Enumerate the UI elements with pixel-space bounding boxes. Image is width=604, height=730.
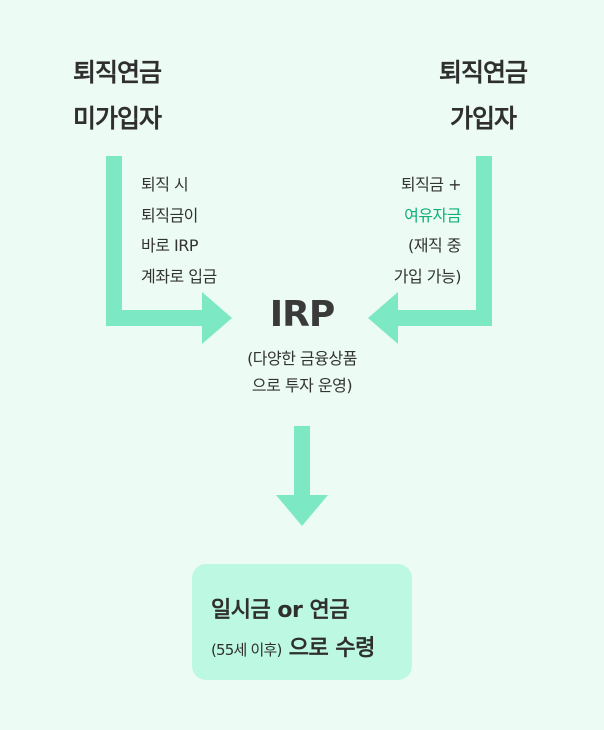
irp-subtitle: (다양한 금융상품 으로 투자 운영) [192, 345, 412, 399]
result-age-note: (55세 이후) [211, 641, 282, 659]
left-heading-line2: 미가입자 [72, 104, 162, 133]
irp-subtitle-line1: (다양한 금융상품 [247, 349, 357, 368]
result-receive-text: 으로 수령 [281, 636, 376, 661]
right-note-line: 가입 가능) [393, 266, 462, 286]
result-line2: (55세 이후) 으로 수령 [211, 630, 375, 662]
left-heading: 퇴직연금 미가입자 [52, 50, 182, 142]
right-note-line: 퇴직금 + [400, 175, 462, 194]
left-note-line: 바로 IRP [141, 236, 199, 255]
left-note-line: 계좌로 입금 [141, 266, 217, 286]
left-note-line: 퇴직금이 [141, 205, 198, 225]
right-heading-line2: 가입자 [449, 104, 517, 133]
right-note: 퇴직금 + 여유자금 (재직 중 가입 가능) [340, 170, 462, 292]
left-note-line: 퇴직 시 [141, 175, 189, 194]
left-flow-arrow [106, 156, 232, 344]
left-note: 퇴직 시 퇴직금이 바로 IRP 계좌로 입금 [141, 170, 261, 292]
left-heading-line1: 퇴직연금 [72, 58, 162, 87]
right-note-line: (재직 중 [408, 236, 462, 255]
irp-title: IRP [269, 294, 336, 335]
right-note-accent: 여유자금 [404, 205, 461, 225]
down-flow-arrow [276, 426, 328, 526]
right-flow-arrow [368, 156, 492, 344]
result-line1: 일시금 or 연금 [211, 598, 349, 623]
result-box: 일시금 or 연금 (55세 이후) 으로 수령 [192, 564, 412, 680]
right-heading-line1: 퇴직연금 [438, 58, 528, 87]
irp-subtitle-line2: 으로 투자 운영) [251, 376, 353, 395]
right-heading: 퇴직연금 가입자 [418, 50, 548, 142]
